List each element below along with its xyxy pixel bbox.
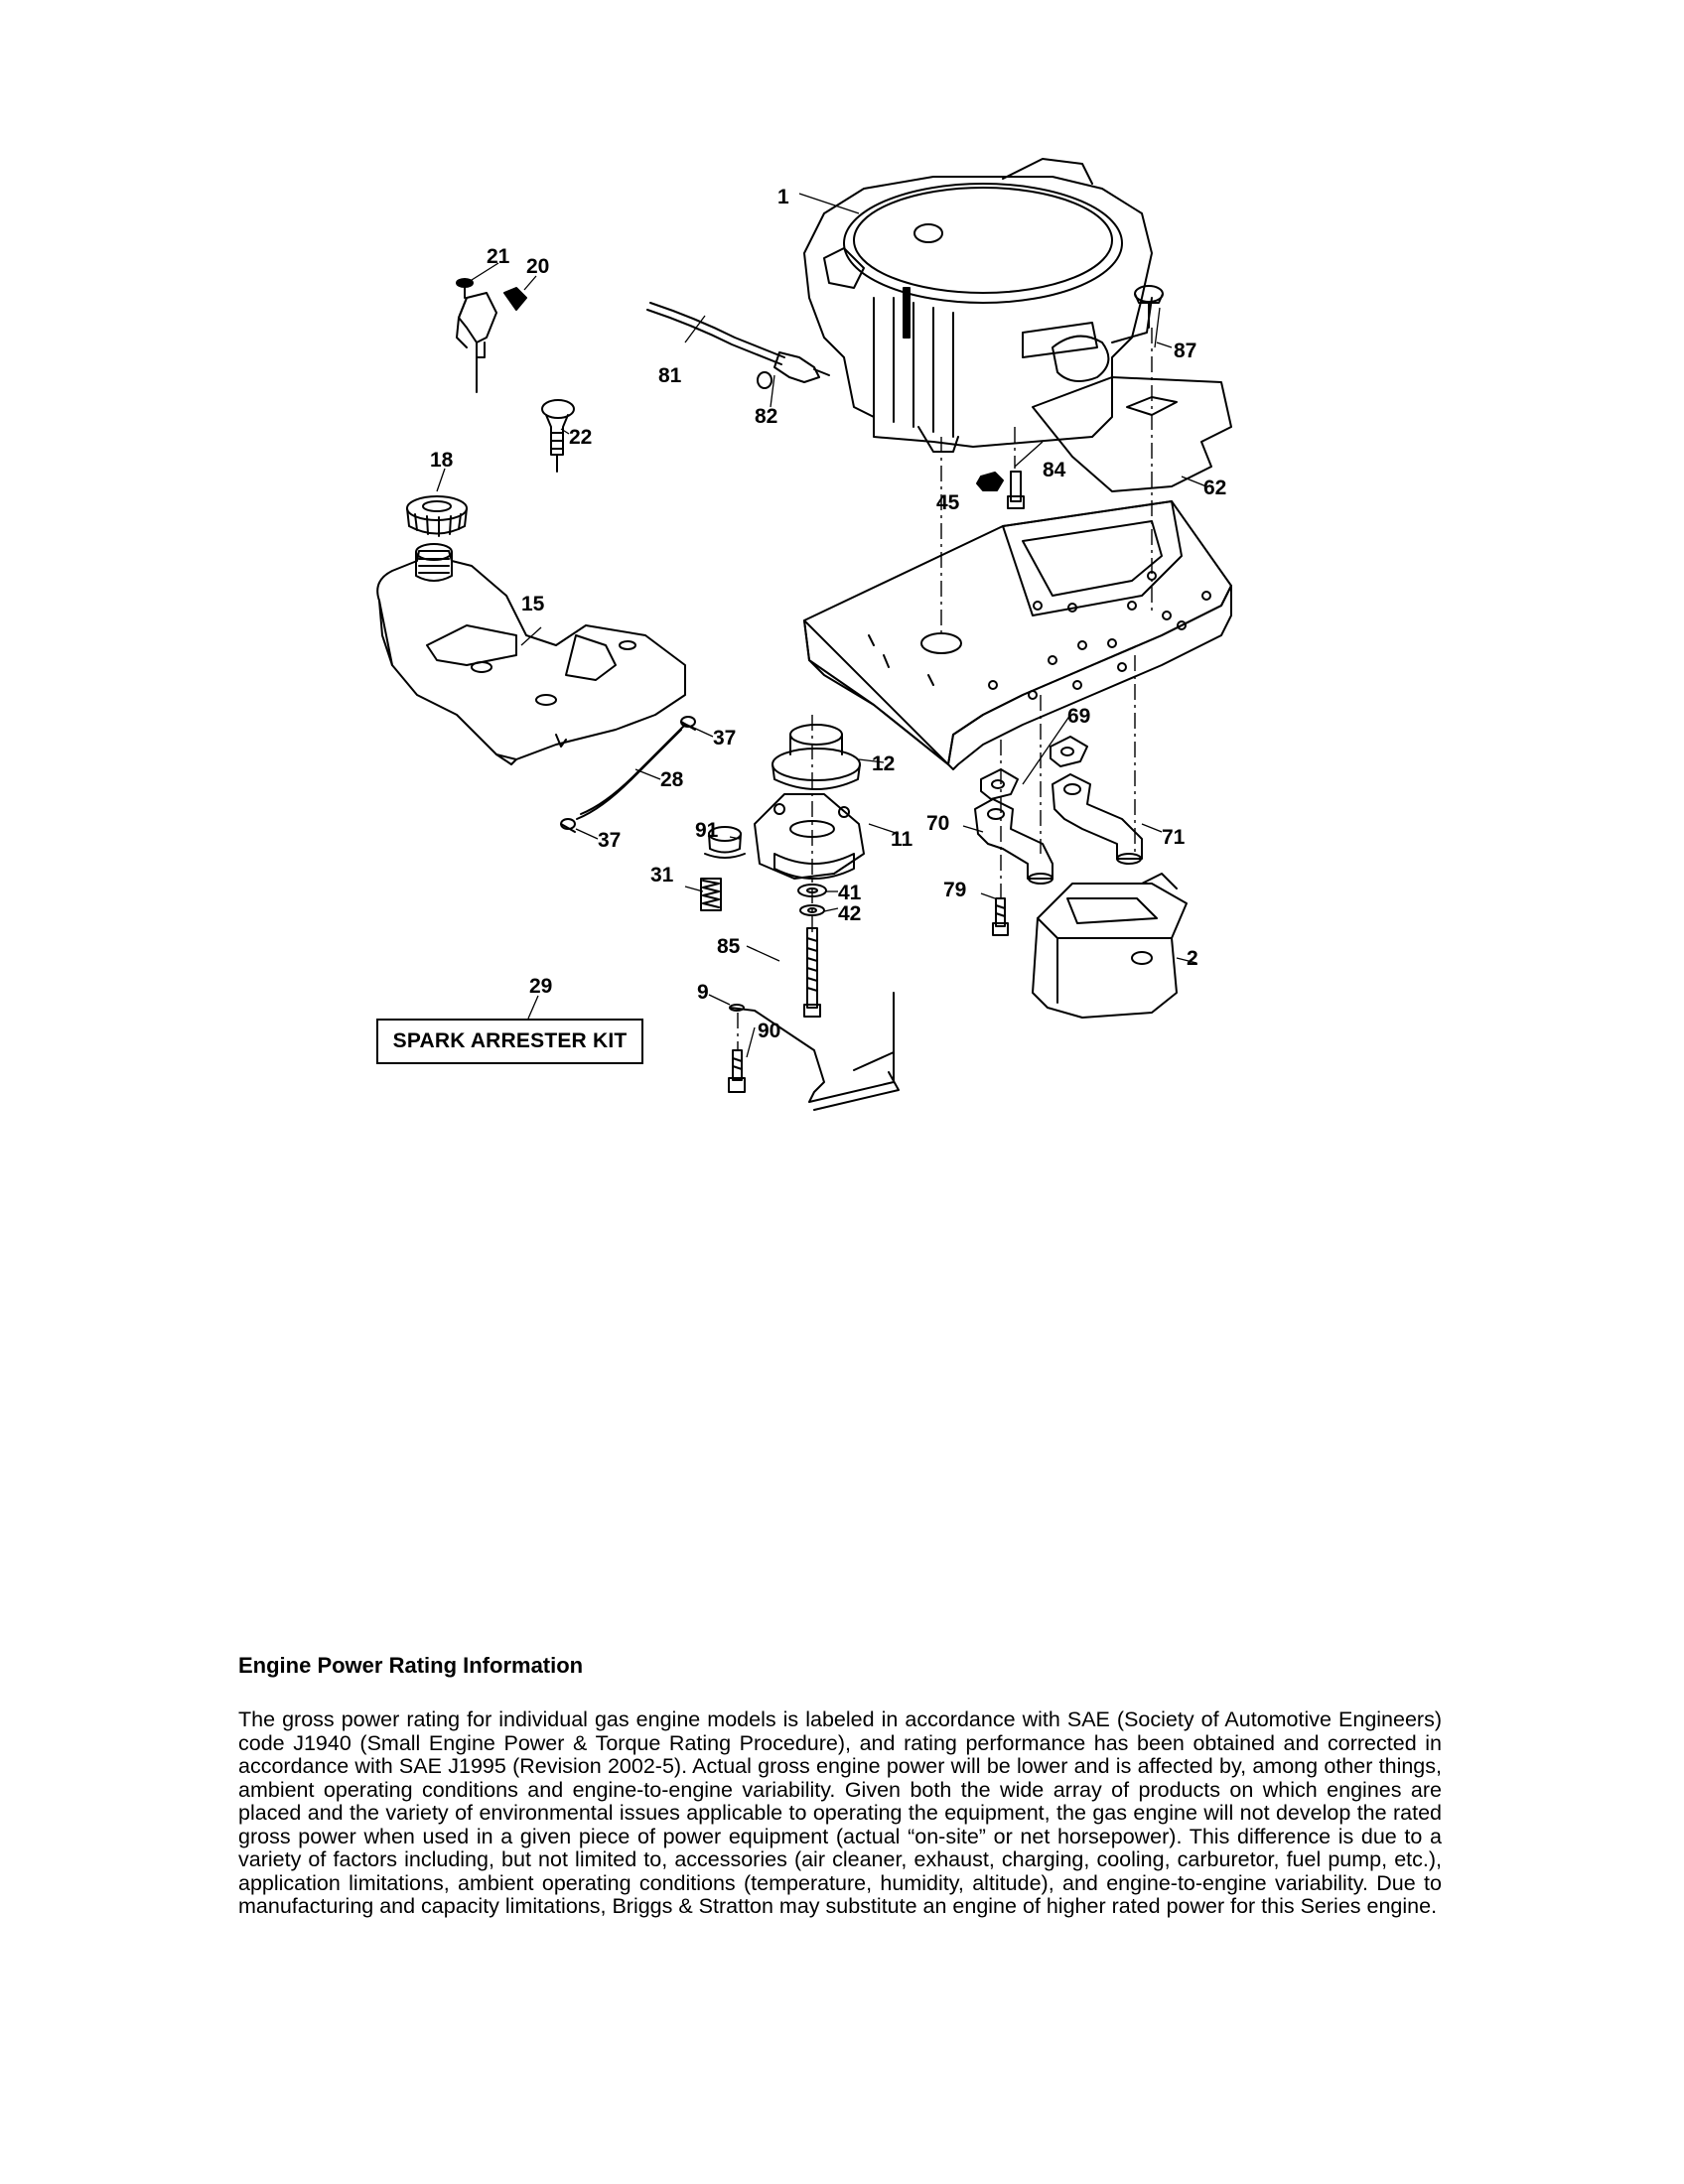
callout-69: 69 [1067, 705, 1090, 728]
callout-70: 70 [926, 812, 949, 835]
spark-arrester-kit-label: SPARK ARRESTER KIT [376, 1019, 643, 1064]
exhaust-pipe-right-part [1052, 774, 1142, 864]
callout-20: 20 [526, 255, 549, 278]
callout-28: 28 [660, 768, 684, 791]
callout-41: 41 [838, 882, 862, 904]
spacer-part [705, 827, 745, 858]
power-rating-section: Engine Power Rating Information The gros… [238, 1653, 1442, 1919]
fuel-hose-part [647, 303, 784, 364]
callout-84: 84 [1043, 459, 1066, 481]
callout-22: 22 [569, 426, 592, 449]
hose-clamp-lower-part [561, 819, 575, 832]
rod-part [730, 993, 899, 1110]
callout-9: 9 [697, 981, 709, 1004]
callout-11: 11 [891, 828, 913, 851]
frame-plate-part [804, 501, 1231, 769]
power-rating-body: The gross power rating for individual ga… [238, 1707, 1442, 1918]
callout-1: 1 [777, 186, 789, 208]
callout-37-upper: 37 [713, 727, 736, 750]
callout-15: 15 [521, 593, 545, 615]
callout-21: 21 [487, 245, 510, 268]
spring-part [701, 879, 721, 910]
bracket-part [457, 288, 526, 392]
long-bolt-part [804, 928, 820, 1017]
callout-2: 2 [1187, 947, 1198, 970]
callout-79: 79 [943, 879, 966, 901]
rod-bolt-part [729, 1050, 745, 1092]
callout-labels: 1 2 9 11 12 15 18 20 21 22 28 29 31 37 3… [430, 186, 1226, 1042]
nut-part [977, 473, 1003, 490]
callout-45: 45 [936, 491, 960, 514]
callout-37-lower: 37 [598, 829, 621, 852]
fuel-line-part [577, 725, 685, 819]
callout-18: 18 [430, 449, 454, 472]
fuel-filter-part [758, 352, 829, 388]
exploded-parts-diagram: 1 2 9 11 12 15 18 20 21 22 28 29 31 37 3… [0, 0, 1684, 1291]
plug-part [542, 400, 574, 472]
bolt-part [1008, 472, 1024, 508]
callout-29: 29 [529, 975, 552, 998]
exhaust-pipe-left-part [975, 799, 1052, 884]
fuel-tank-part [377, 544, 685, 764]
callout-81: 81 [658, 364, 682, 387]
callout-12: 12 [872, 752, 895, 775]
bracket-screw-part [457, 279, 473, 298]
callout-62: 62 [1203, 477, 1226, 499]
callout-42: 42 [838, 902, 861, 925]
pipe-bolt-part [993, 898, 1008, 935]
callout-82: 82 [755, 405, 777, 428]
callout-31: 31 [650, 864, 674, 887]
muffler-part [1033, 874, 1187, 1018]
callout-91: 91 [695, 819, 719, 842]
power-rating-heading: Engine Power Rating Information [238, 1653, 584, 1678]
knob-screw-part [1135, 286, 1163, 328]
engine-shield-part [1033, 377, 1231, 491]
clutch-part [755, 794, 864, 879]
callout-71: 71 [1162, 826, 1186, 849]
pulley-part [772, 725, 860, 789]
callout-85: 85 [717, 935, 741, 958]
callout-87: 87 [1174, 340, 1196, 362]
fuel-cap-part [407, 496, 467, 536]
engine-part [804, 159, 1152, 452]
callout-90: 90 [758, 1020, 780, 1042]
